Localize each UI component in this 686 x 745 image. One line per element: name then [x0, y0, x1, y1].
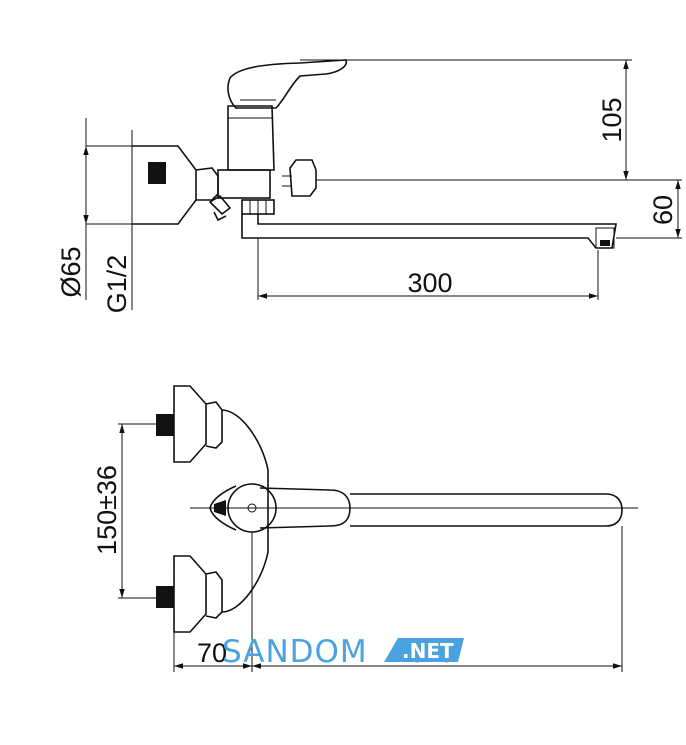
side-diverter [208, 194, 232, 216]
side-view: 105 60 300 Ø65 G1/2 [56, 59, 682, 314]
top-mixer-body [221, 409, 269, 613]
dim-height-handle: 105 [597, 97, 627, 142]
dim-flange-diameter: Ø65 [56, 246, 86, 297]
side-spout [241, 214, 617, 249]
dim-thread-size: G1/2 [102, 255, 132, 314]
watermark-net-badge [384, 638, 464, 662]
dim-center-distance: 150±36 [92, 465, 122, 555]
dim-spout-reach: 300 [407, 268, 452, 298]
top-wall-flange-lower [173, 555, 207, 633]
top-view: 150±36 70 315 [92, 385, 638, 672]
side-wall-flange [132, 145, 197, 225]
top-wall-flange-upper [173, 385, 207, 463]
watermark-suffix: .NET [402, 639, 454, 663]
side-body-nut [195, 167, 219, 201]
watermark-logo: SANDOM .NET [222, 634, 464, 670]
side-knob [289, 159, 317, 197]
dim-height-spout: 60 [648, 195, 678, 225]
side-aerator [595, 227, 615, 249]
side-lever-handle [227, 59, 348, 109]
dim-wall-offset: 70 [197, 638, 227, 668]
watermark-brand: SANDOM [222, 634, 368, 670]
side-cartridge-body [227, 105, 275, 171]
side-inlet-thread [148, 162, 166, 184]
top-spout [350, 493, 623, 527]
